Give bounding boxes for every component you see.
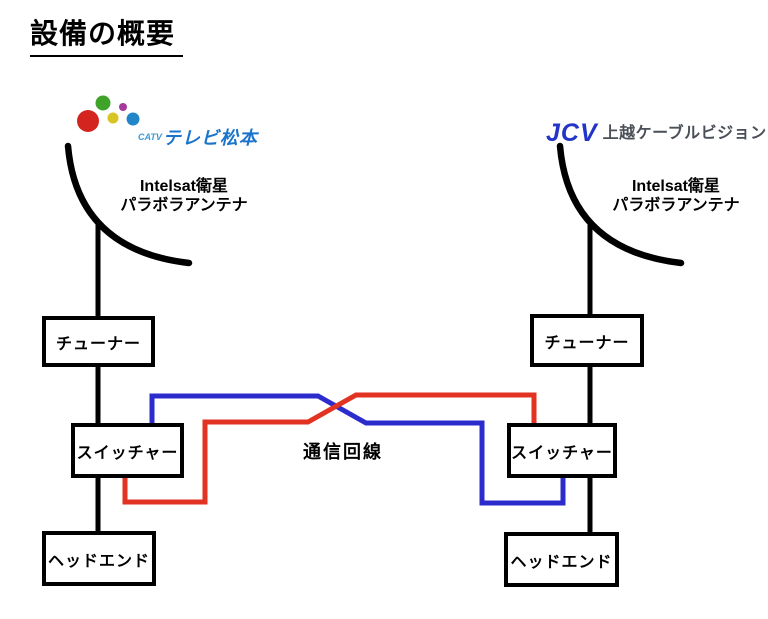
left-switcher-box: スイッチャー [71,423,184,478]
logo-circle-magenta [119,103,127,111]
right-antenna-label-line1: Intelsat衛星 [631,178,721,195]
comm-circuit-label: 通信回線 [303,442,383,462]
right-antenna-dish-arc [556,142,685,267]
logo-jcv-mark: JCV [546,119,598,147]
right-tuner-label: チューナー [544,334,630,352]
logo-circle-blue [126,112,140,126]
left-headend-label: ヘッドエンド [47,552,150,570]
left-switcher-label: スイッチャー [76,444,179,462]
left-antenna-label-line1: Intelsat衛星 [139,178,229,195]
logo-tv-matsumoto-name: テレビ松本 [162,128,258,148]
right-switcher-label: スイッチャー [511,444,613,462]
logo-tv-matsumoto-prefix: CATV [138,132,162,142]
logo-jcv-subtitle: 上越ケーブルビジョン [602,125,767,142]
logo-circle-yellow [107,112,119,124]
logo-circle-red [77,110,99,132]
comm-line-red [122,392,537,505]
left-tuner-box: チューナー [42,316,155,367]
logo-tv-matsumoto: CATVテレビ松本 [138,124,258,150]
right-antenna-label: Intelsat衛星 パラボラアンテナ [596,177,756,215]
left-antenna-label: Intelsat衛星 パラボラアンテナ [104,177,264,215]
right-tuner-box: チューナー [530,314,644,367]
comm-line-blue [149,393,566,506]
right-antenna-label-line2: パラボラアンテナ [612,197,740,214]
right-switcher-box: スイッチャー [507,423,617,478]
left-antenna-label-line2: パラボラアンテナ [120,197,248,214]
left-tuner-label: チューナー [55,335,141,353]
left-antenna-dish-arc [64,142,193,267]
page-title: 設備の概要 [30,12,184,57]
logo-circle-green [95,95,111,111]
right-headend-label: ヘッドエンド [510,553,613,571]
right-headend-box: ヘッドエンド [504,532,619,587]
left-headend-box: ヘッドエンド [42,531,156,586]
